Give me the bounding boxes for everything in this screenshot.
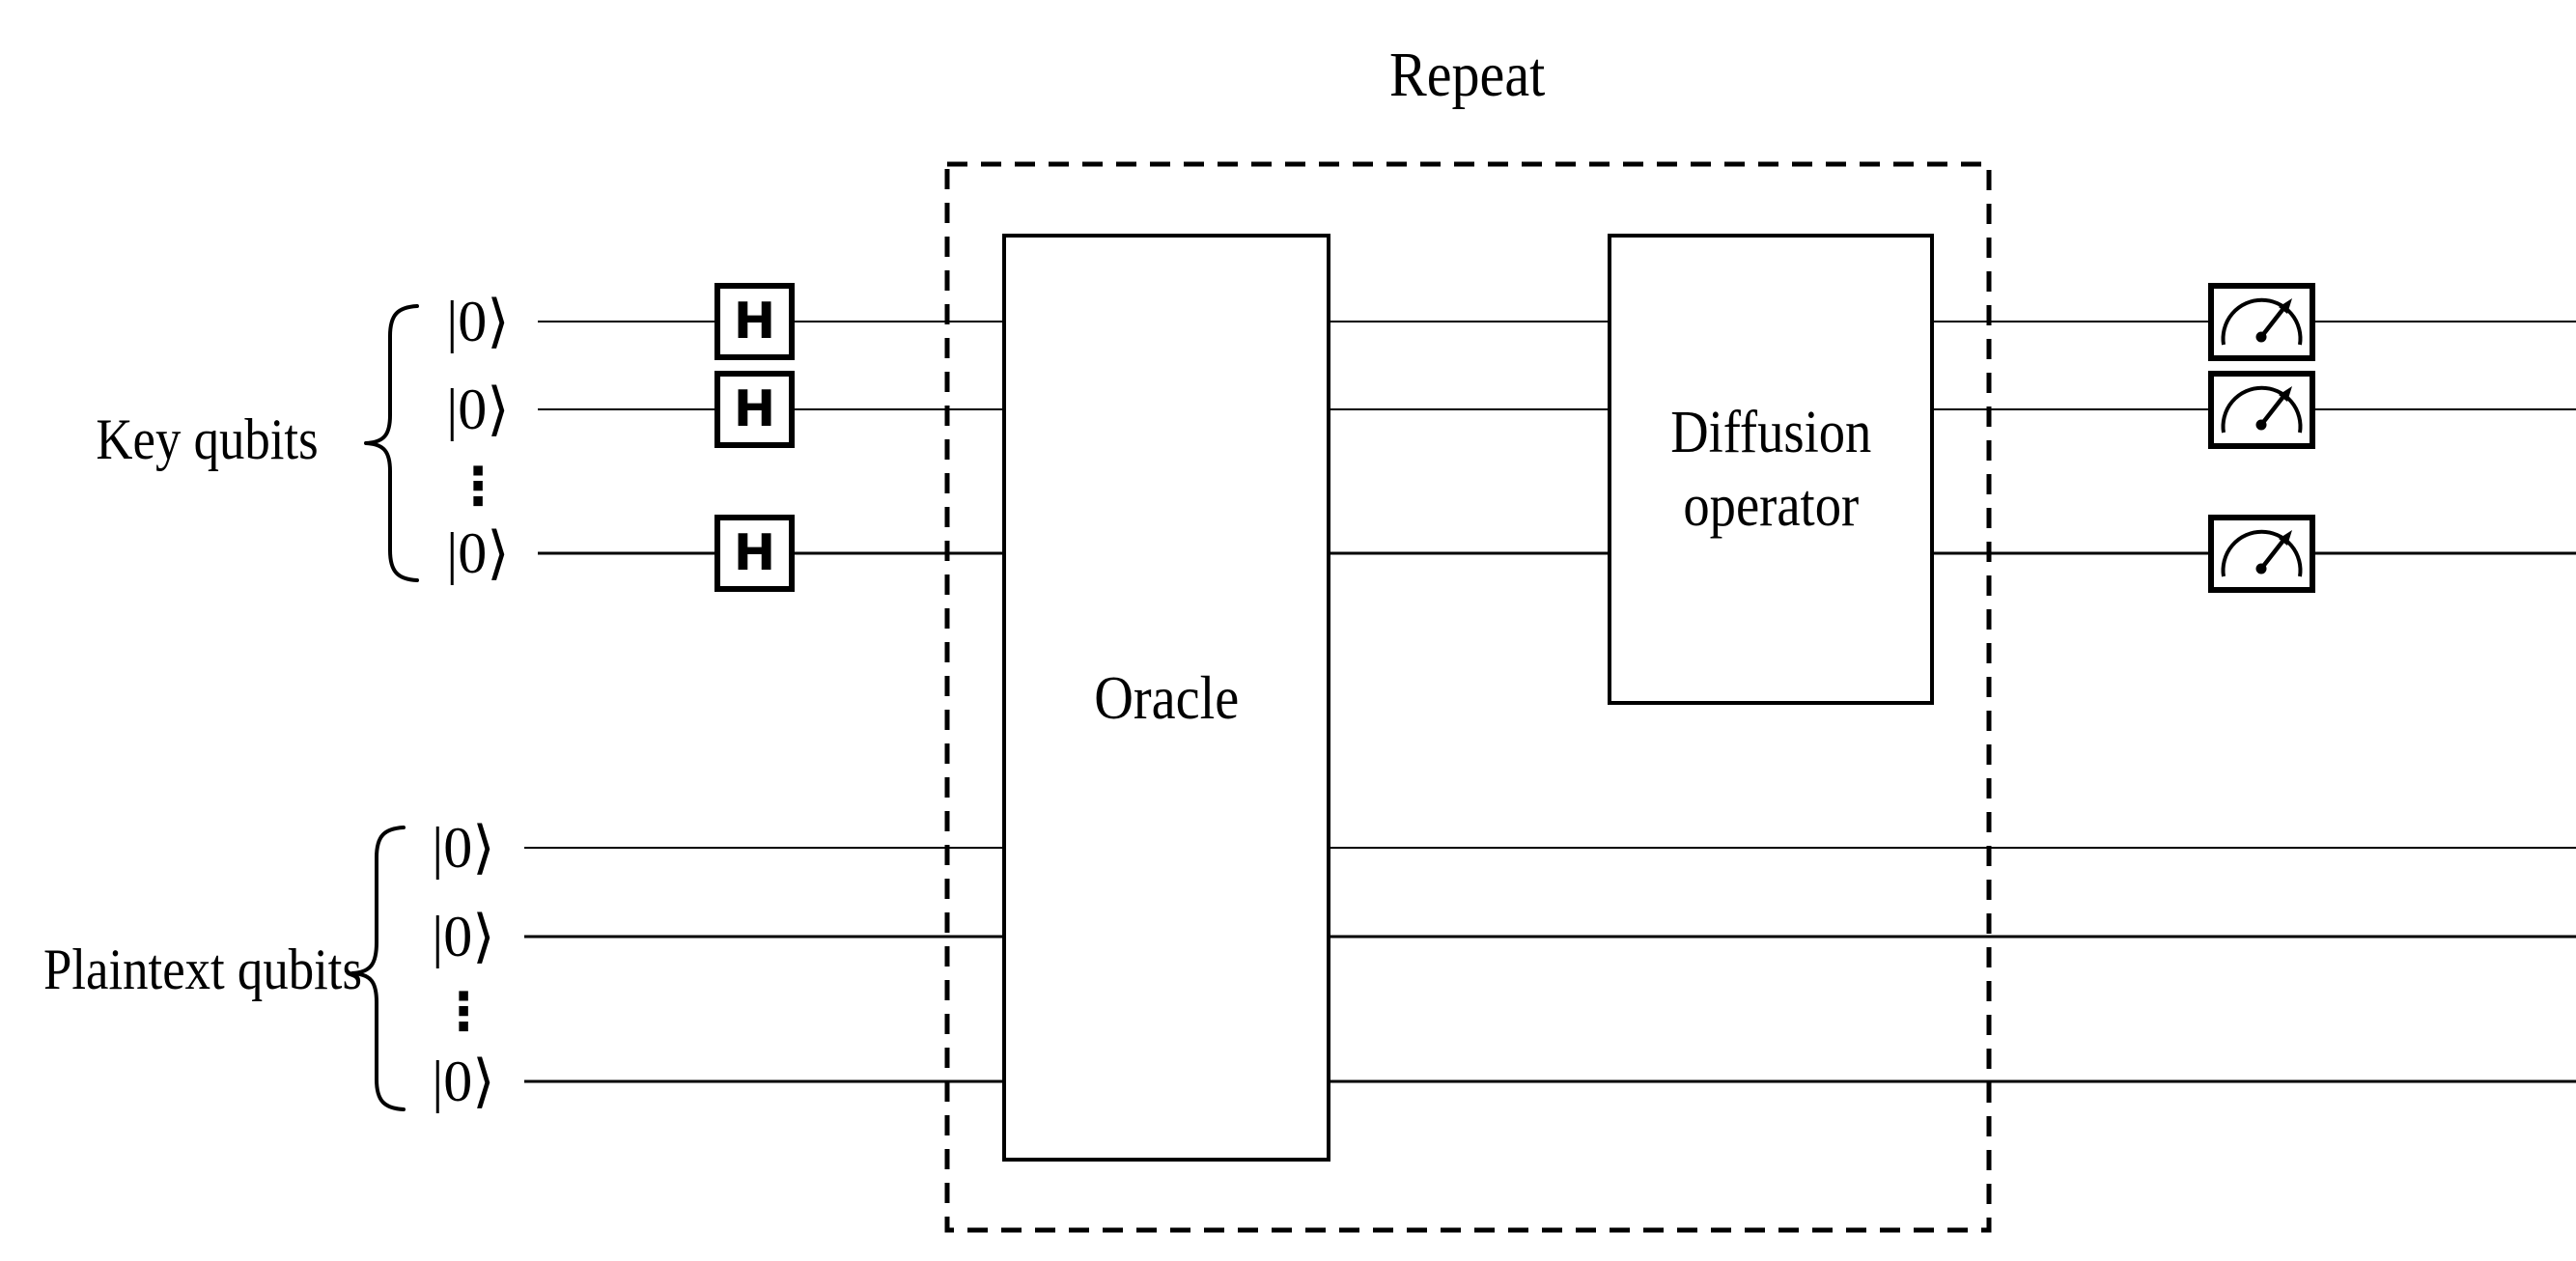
measurement-gauge-icon (2221, 529, 2303, 577)
gauge-needle-arrowhead (2279, 530, 2292, 546)
gauge-arc (2221, 385, 2303, 434)
plaintext-qubits-label: Plaintext qubits (43, 938, 362, 1001)
measurement-gauge-icon (2221, 297, 2303, 346)
key-ket-zero-2: |0⟩ (446, 378, 510, 441)
gauge-needle-arrowhead (2279, 298, 2292, 314)
diffusion-label-line1: Diffusion (1669, 400, 1872, 465)
oracle-label: Oracle (1093, 662, 1240, 732)
diffusion-operator-box: Diffusion operator (1608, 234, 1934, 705)
measurement-box-3 (2208, 515, 2315, 593)
plaintext-ket-zero-1: |0⟩ (432, 816, 495, 880)
measurement-gauge-icon (2221, 385, 2303, 434)
key-qubits-brace (364, 304, 419, 582)
hadamard-gate-1: H (714, 283, 795, 360)
gauge-arc (2221, 297, 2303, 346)
gauge-needle (2259, 536, 2287, 571)
key-ellipsis: ⋮ (452, 456, 504, 517)
hadamard-gate-2: H (714, 371, 795, 448)
repeat-title: Repeat (1178, 39, 1757, 112)
measurement-box-1 (2208, 283, 2315, 361)
hadamard-gate-3: H (714, 515, 795, 592)
plaintext-ket-zero-3: |0⟩ (432, 1050, 495, 1113)
oracle-box: Oracle (1002, 234, 1330, 1162)
plaintext-qubits-brace (350, 826, 406, 1111)
diffusion-label-line2: operator (1683, 473, 1859, 539)
gauge-arc (2221, 529, 2303, 577)
key-ket-zero-3: |0⟩ (446, 521, 510, 585)
plaintext-ket-zero-2: |0⟩ (432, 905, 495, 968)
plaintext-ellipsis: ⋮ (437, 981, 490, 1042)
repeat-dashed-box (944, 161, 1992, 1233)
gauge-needle (2259, 304, 2287, 339)
gauge-needle (2259, 392, 2287, 427)
key-ket-zero-1: |0⟩ (446, 290, 510, 353)
gauge-needle-arrowhead (2279, 386, 2292, 402)
repeat-title-text: Repeat (1389, 40, 1546, 110)
key-qubits-label: Key qubits (96, 407, 319, 471)
measurement-box-2 (2208, 371, 2315, 449)
